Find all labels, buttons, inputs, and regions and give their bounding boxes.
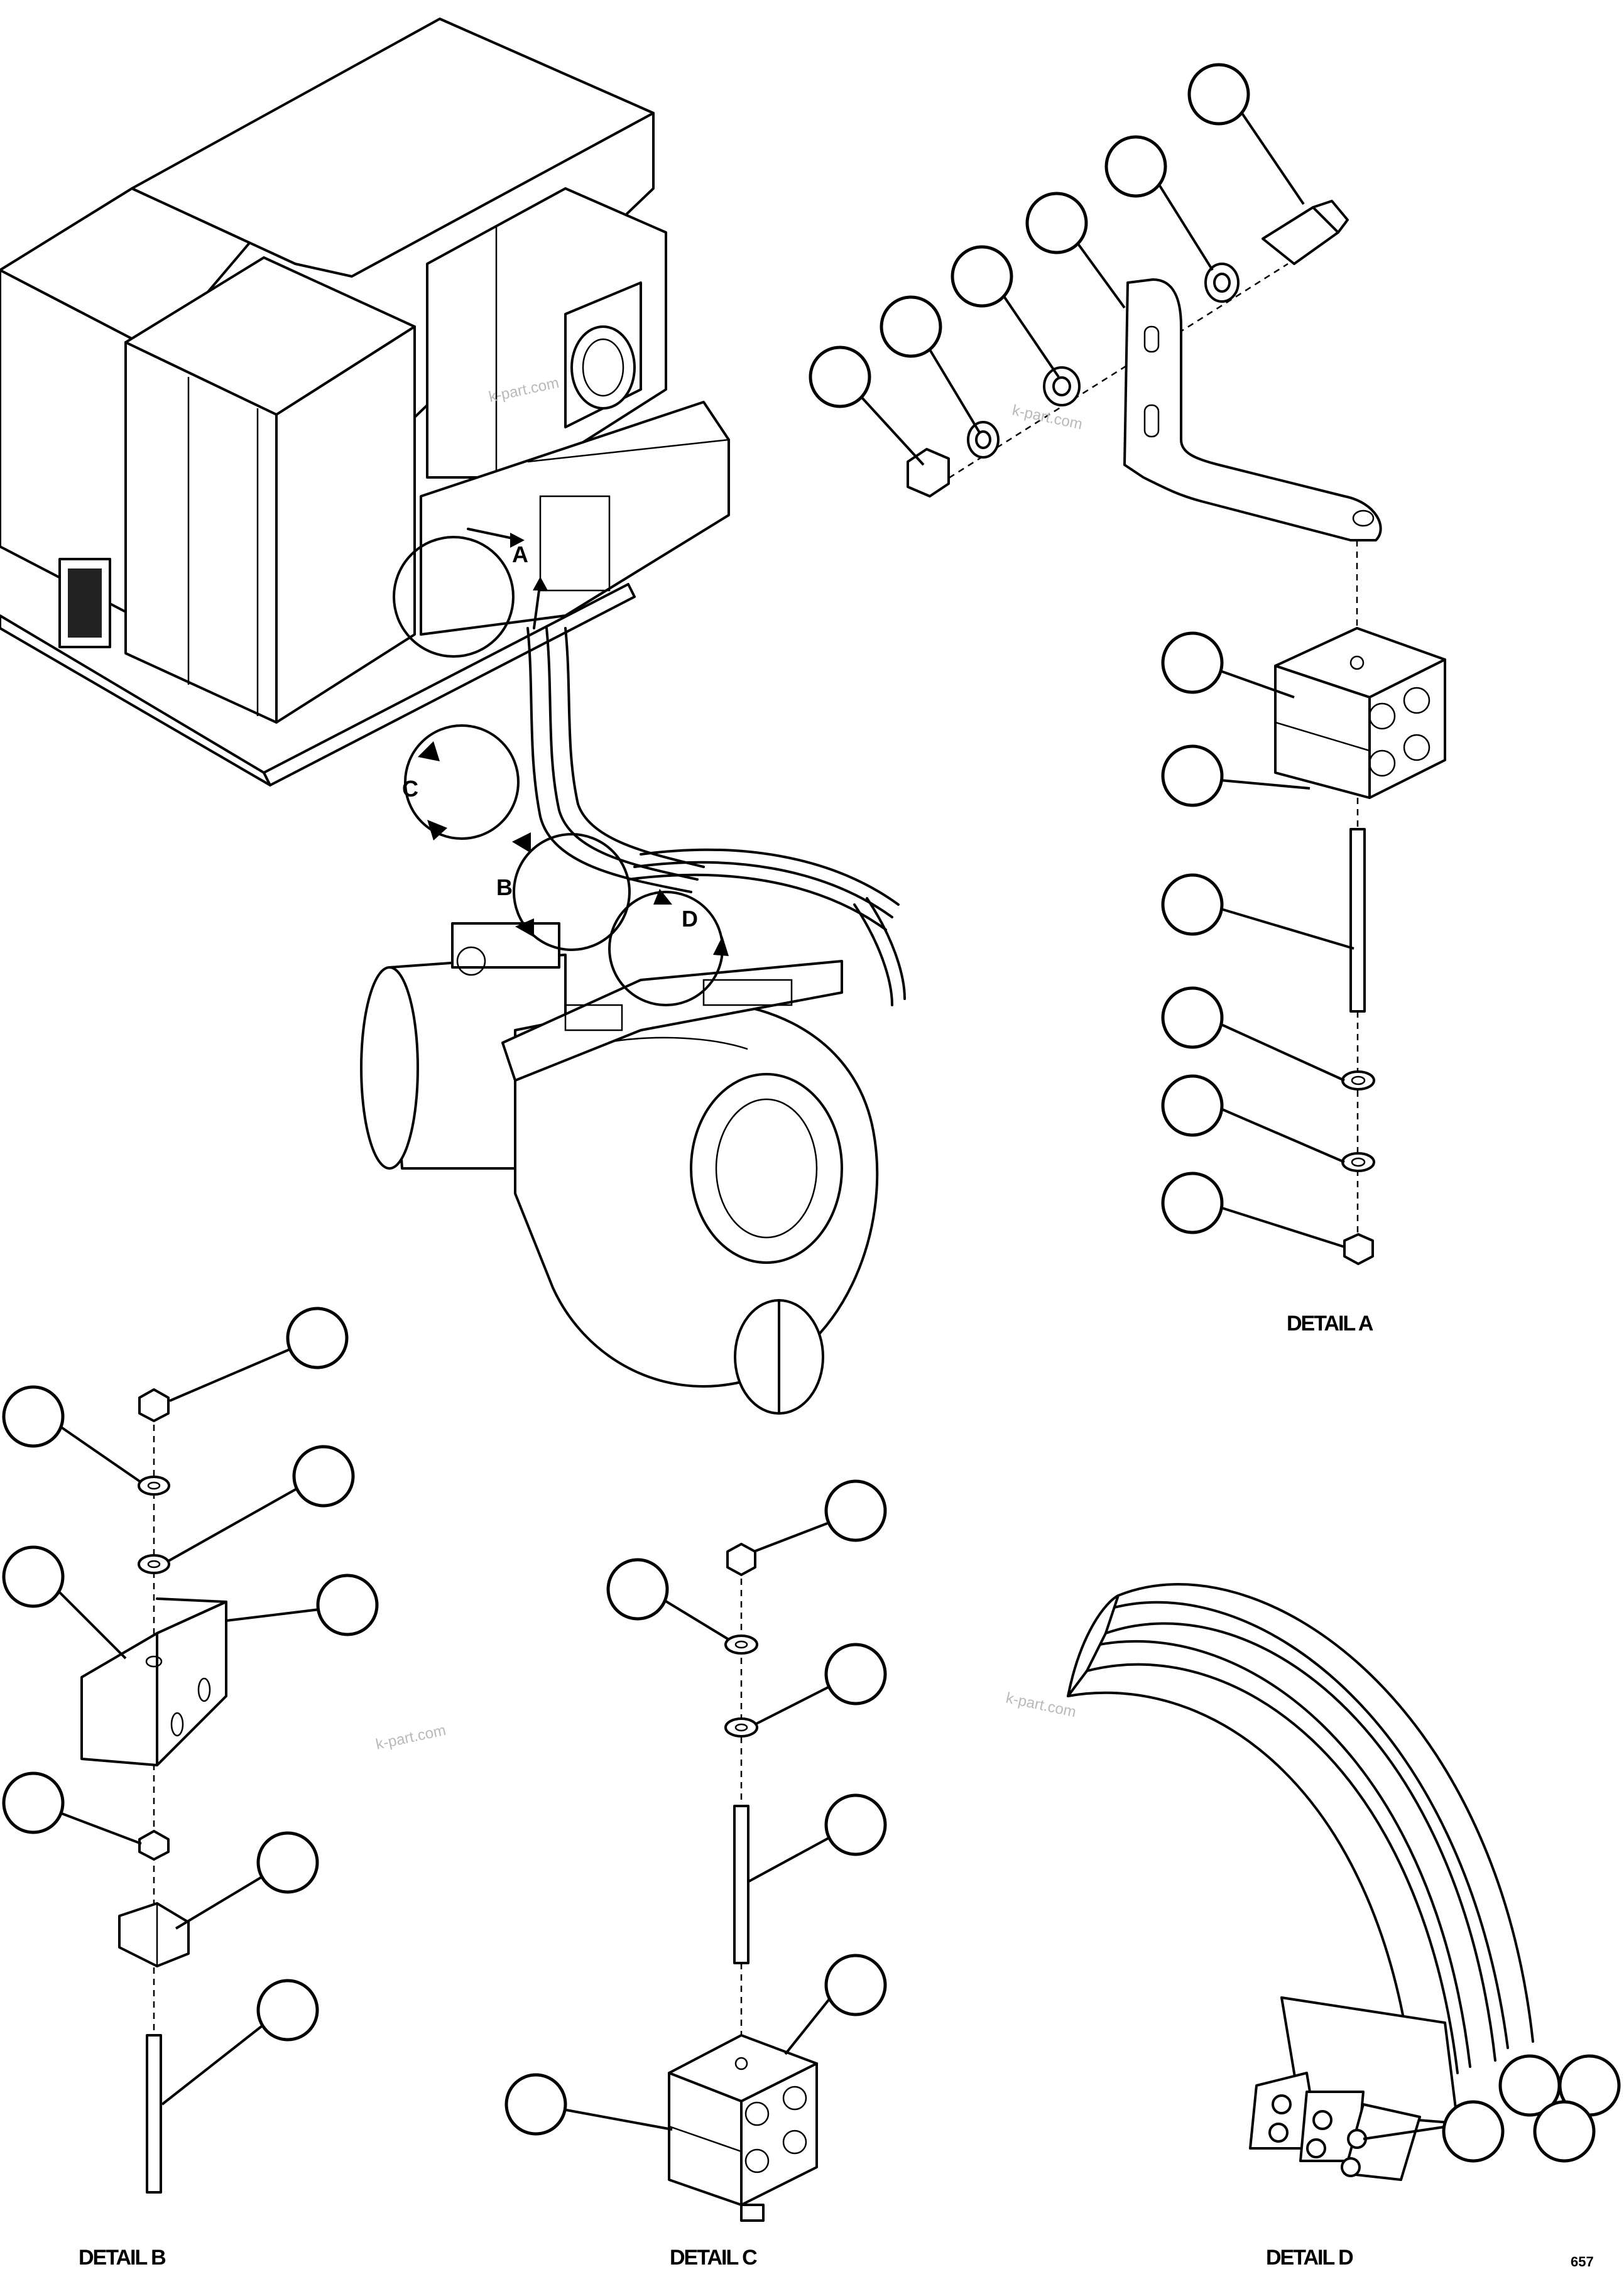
- detail-d-drawing: [1067, 1583, 1534, 2181]
- view-letter-a: A: [512, 541, 528, 567]
- callout-balloon: [1161, 873, 1224, 936]
- watermark-3: k-part.com: [374, 1722, 447, 1753]
- callout-balloon: [880, 295, 942, 358]
- detail-callout-a: A: [393, 528, 548, 658]
- view-letter-b: B: [496, 874, 513, 900]
- view-letter-d: D: [682, 906, 698, 932]
- detail-c-label: DETAIL C: [670, 2246, 757, 2270]
- detail-b-drawing: [80, 1388, 227, 2194]
- callout-balloon: [951, 245, 1013, 308]
- main-assembly: [0, 18, 906, 1415]
- callout-balloon: [1161, 1172, 1224, 1234]
- watermark-4: k-part.com: [1005, 1689, 1077, 1721]
- callout-balloon: [316, 1574, 379, 1636]
- detail-a-drawing: [907, 200, 1446, 1265]
- detail-a-label: DETAIL A: [1287, 1312, 1373, 1335]
- callout-balloon: [2, 1385, 65, 1448]
- callout-balloon: [2, 1545, 65, 1608]
- detail-b-label: DETAIL B: [79, 2246, 166, 2270]
- callout-balloon: [606, 1558, 669, 1621]
- callout-balloon: [809, 345, 871, 408]
- watermark-2: k-part.com: [1011, 401, 1084, 433]
- callout-balloons: [2, 63, 1621, 2163]
- callout-balloon: [292, 1445, 355, 1508]
- callout-balloon: [824, 1954, 887, 2016]
- callout-balloon: [824, 1479, 887, 1542]
- callout-balloon: [1161, 744, 1224, 807]
- callout-balloon: [1161, 631, 1224, 694]
- detail-callout-b: B: [496, 832, 631, 951]
- callout-balloon: [1025, 192, 1088, 254]
- detail-callout-c: C: [402, 724, 520, 840]
- callout-balloon: [256, 1979, 319, 2042]
- callout-balloon: [1187, 63, 1250, 126]
- callout-balloon: [256, 1831, 319, 1894]
- detail-d-label: DETAIL D: [1266, 2246, 1353, 2270]
- sheet-number: 657: [1571, 2254, 1594, 2270]
- callout-balloon: [1533, 2100, 1596, 2163]
- callout-balloon: [286, 1307, 349, 1369]
- callout-balloon: [1442, 2100, 1505, 2163]
- callout-balloon: [504, 2073, 567, 2136]
- callout-balloon: [824, 1793, 887, 1856]
- callout-balloon: [1161, 986, 1224, 1049]
- callout-balloon: [1104, 135, 1167, 198]
- callout-balloon: [1161, 1074, 1224, 1137]
- detail-callout-d: D: [608, 889, 729, 1006]
- detail-c-drawing: [668, 1543, 818, 2222]
- callout-balloon: [2, 1771, 65, 1834]
- callout-balloon: [824, 1643, 887, 1705]
- view-letter-c: C: [402, 776, 418, 802]
